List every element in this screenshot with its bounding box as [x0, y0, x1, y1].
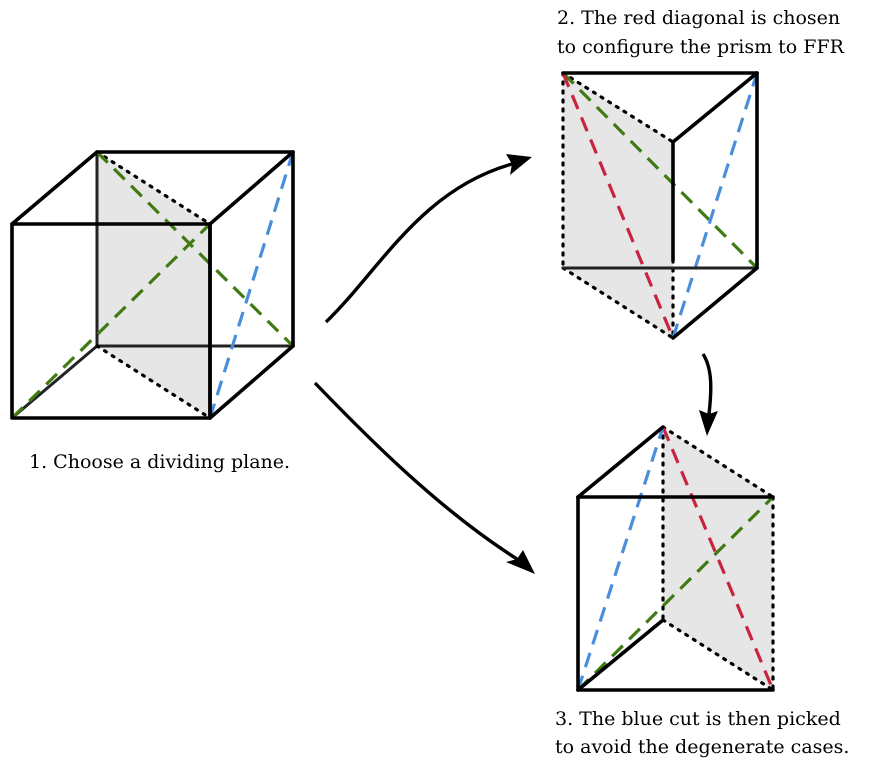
prism-a-top-right-edge [671, 71, 759, 144]
prism-b-bottom-left-edge [576, 618, 665, 692]
arrow-step1-to-step3-head [506, 550, 535, 574]
arrow-step2-to-step3-head [699, 410, 718, 436]
caption-step3-line2: to avoid the degenerate cases. [555, 736, 849, 758]
prism-b-blue-diagonal [576, 426, 665, 691]
prism-b-bottom-dotted-edge [661, 618, 775, 692]
prism-blue-cut [576, 425, 775, 692]
prism-a-green-diagonal [561, 71, 759, 270]
cube-green-diagonal-1 [95, 150, 295, 348]
prism-a-blue-diagonal [671, 72, 759, 339]
cube [10, 150, 295, 420]
cube-dividing-plane [97, 152, 210, 418]
arrow-step1-to-step2 [324, 162, 513, 324]
arrows [313, 154, 718, 574]
prism-b-dividing-plane [663, 427, 773, 690]
caption-step3-line1: 3. The blue cut is then picked [555, 708, 841, 730]
caption-step1: 1. Choose a dividing plane. [29, 451, 290, 473]
cube-top-left-edge [10, 150, 99, 226]
prism-b-green-diagonal [576, 495, 775, 692]
arrow-step2-to-step3 [701, 353, 713, 415]
cube-blue-diagonal [208, 151, 295, 419]
caption-step2-line1: 2. The red diagonal is chosen [557, 7, 840, 29]
cube-top-right-edge [208, 150, 295, 226]
cube-front-face [10, 222, 212, 420]
arrow-step1-to-step2-head [506, 154, 532, 175]
cube-bottom-right-edge [208, 344, 295, 420]
cube-back-bottom-left-edge [10, 344, 99, 420]
prism-a-bottom-dotted-edge [561, 266, 675, 340]
prism-a-bottom-right-edge [671, 266, 759, 340]
prism-a-dividing-plane [563, 73, 673, 338]
prism-a-top-dotted-edge [561, 71, 675, 144]
prism-b-top-left-edge [576, 425, 665, 499]
prism-b-top-dotted-edge [661, 425, 775, 499]
caption-step2-line2: to configure the prism to FFR [557, 36, 845, 58]
arrow-step1-to-step3 [313, 381, 518, 561]
prism-red-diagonal [561, 71, 759, 340]
